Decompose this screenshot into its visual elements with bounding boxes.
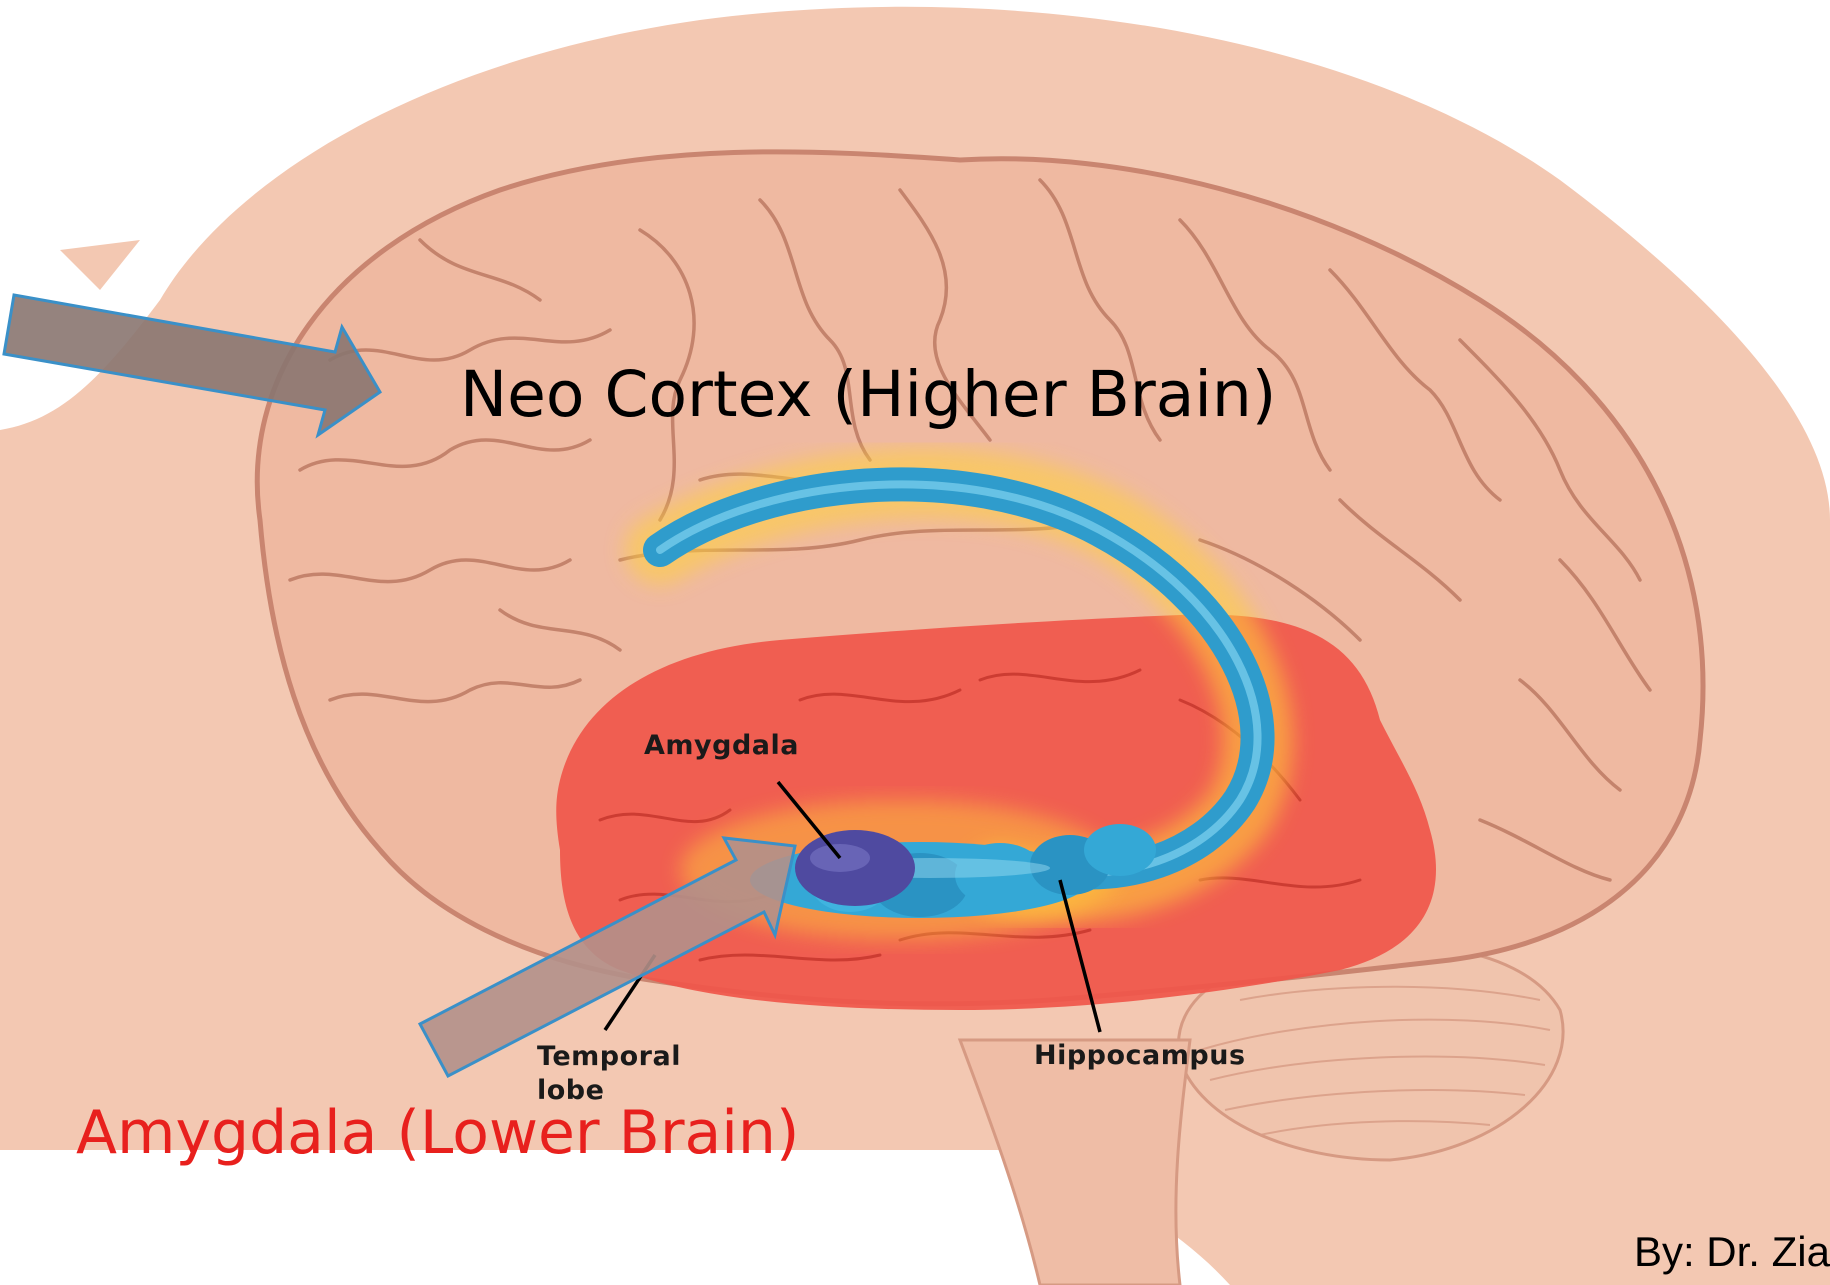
author-credit: By: Dr. Zia — [1634, 1228, 1830, 1276]
hippocampus-label: Hippocampus — [1034, 1040, 1246, 1071]
temporal-lobe-line1: Temporal — [537, 1040, 681, 1074]
amygdala-label: Amygdala — [644, 730, 799, 761]
brain-stem — [960, 1040, 1190, 1285]
amygdala-lower-brain-label: Amygdala (Lower Brain) — [76, 1098, 799, 1168]
neo-cortex-label: Neo Cortex (Higher Brain) — [460, 358, 1276, 431]
